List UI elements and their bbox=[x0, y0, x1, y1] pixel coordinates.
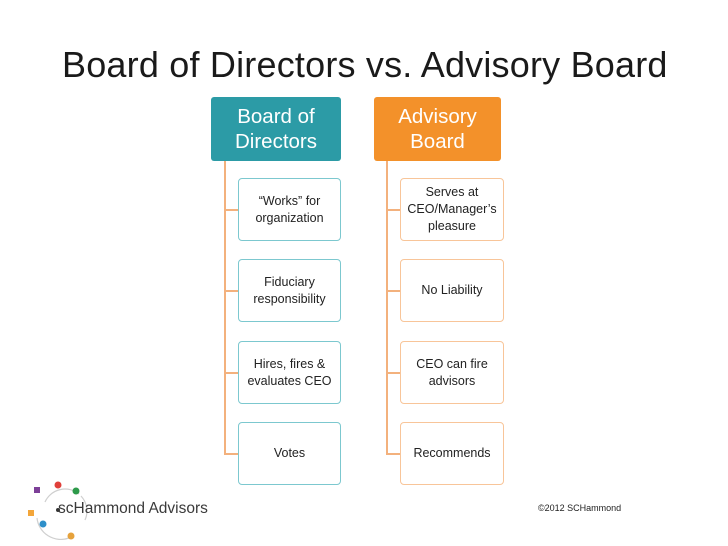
logo-sc: sc bbox=[58, 500, 74, 517]
directors-item: “Works” for organization bbox=[238, 178, 341, 241]
directors-header: Board of Directors bbox=[211, 97, 341, 161]
directors-item: Hires, fires & evaluates CEO bbox=[238, 341, 341, 404]
advisory-header-label: Advisory Board bbox=[398, 105, 477, 153]
advisory-header: Advisory Board bbox=[374, 97, 501, 161]
directors-item: Fiduciary responsibility bbox=[238, 259, 341, 322]
directors-connector-branch bbox=[224, 372, 238, 374]
logo-name: Hammond Advisors bbox=[73, 500, 208, 517]
advisory-connector-vertical bbox=[386, 161, 388, 455]
advisory-item: Recommends bbox=[400, 422, 504, 485]
advisory-item: Serves at CEO/Manager’s pleasure bbox=[400, 178, 504, 241]
directors-header-label: Board of Directors bbox=[234, 105, 317, 153]
advisory-connector-branch bbox=[386, 453, 400, 455]
directors-connector-branch bbox=[224, 209, 238, 211]
directors-connector-branch bbox=[224, 290, 238, 292]
advisory-item: CEO can fire advisors bbox=[400, 341, 504, 404]
advisory-item: No Liability bbox=[400, 259, 504, 322]
copyright-notice: ©2012 SCHammond bbox=[538, 503, 622, 513]
advisory-connector-branch bbox=[386, 372, 400, 374]
directors-item: Votes bbox=[238, 422, 341, 485]
advisory-connector-branch bbox=[386, 209, 400, 211]
logo-wordmark: scHammond Advisors bbox=[58, 500, 208, 518]
directors-connector-vertical bbox=[224, 161, 226, 455]
advisory-connector-branch bbox=[386, 290, 400, 292]
hammond-logo-icon bbox=[28, 481, 88, 540]
slide-title: Board of Directors vs. Advisory Board bbox=[62, 44, 668, 85]
directors-connector-branch bbox=[224, 453, 238, 455]
